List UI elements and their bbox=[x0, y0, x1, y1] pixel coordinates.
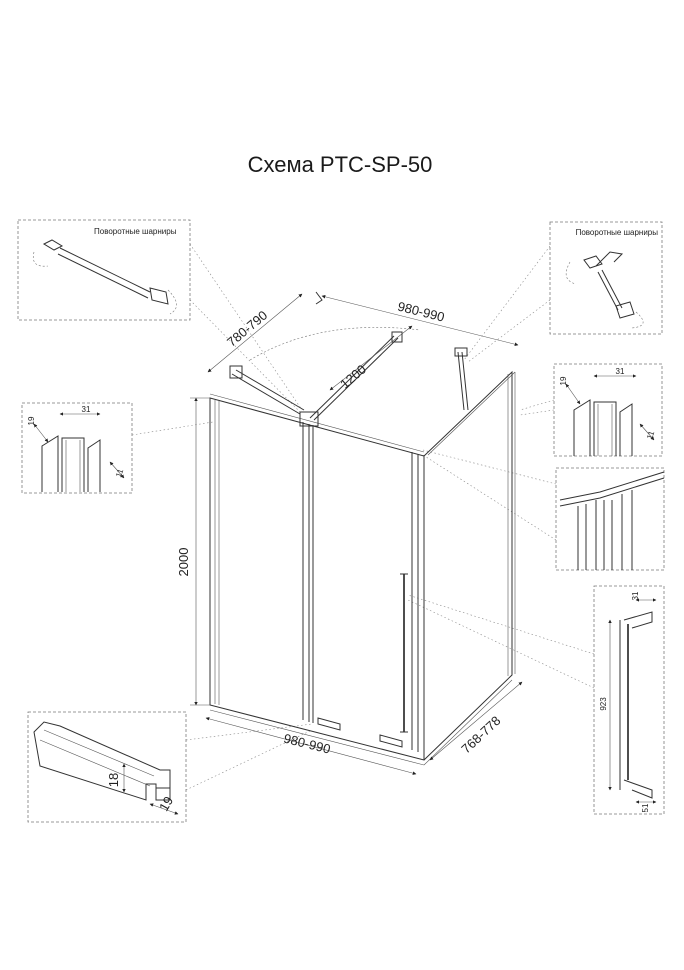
dimension-lines bbox=[190, 291, 523, 775]
bottom-profile-callout bbox=[27, 711, 187, 823]
height-dimension: 2000 bbox=[176, 548, 191, 577]
hinge-left-callout bbox=[17, 219, 191, 321]
bottom-profile-height-dim: 18 bbox=[106, 773, 121, 787]
handle-length-dim: 923 bbox=[599, 697, 608, 711]
stabilizer-length-dimension: 1200 bbox=[337, 362, 369, 392]
hinge-right-callout bbox=[549, 221, 663, 335]
handle-width-dim: 51 bbox=[641, 803, 650, 812]
page-title: Схема PTC-SP-50 bbox=[248, 152, 433, 177]
bottom-profile-width-dim: 19 bbox=[156, 794, 176, 814]
corner-detail-callout bbox=[555, 467, 665, 571]
profile-right-dim-c: 11 bbox=[645, 429, 656, 440]
hinge-right-label: Поворотные шарниры bbox=[576, 228, 659, 237]
profile-left-dim-c: 11 bbox=[114, 467, 125, 478]
leader-lines bbox=[131, 243, 595, 791]
profile-right-dim-a: 19 bbox=[559, 376, 568, 385]
hinge-left-label: Поворотные шарниры bbox=[94, 227, 177, 236]
profile-right-callout bbox=[553, 363, 663, 457]
bottom-depth-dimension: 768-778 bbox=[458, 713, 503, 757]
top-depth-dimension: 780-790 bbox=[224, 307, 270, 349]
handle-callout bbox=[593, 585, 665, 815]
profile-left-dim-a: 19 bbox=[27, 416, 36, 425]
handle-depth-dim: 31 bbox=[631, 591, 640, 600]
profile-left-dim-b: 31 bbox=[82, 405, 91, 414]
profile-left-callout bbox=[21, 402, 133, 494]
shower-enclosure bbox=[209, 327, 516, 766]
profile-right-dim-b: 31 bbox=[616, 367, 625, 376]
